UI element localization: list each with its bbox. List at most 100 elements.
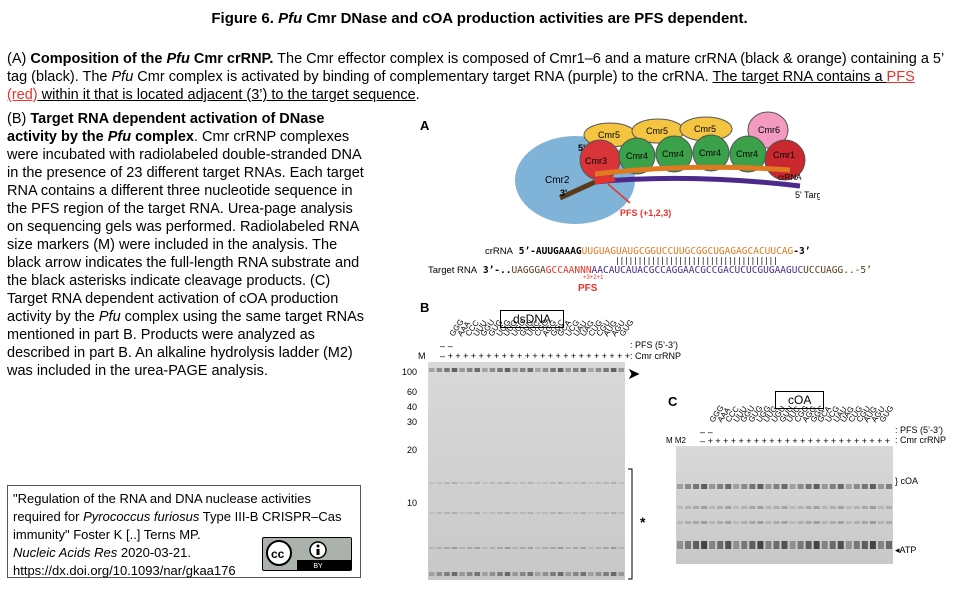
- gel-band: [512, 368, 518, 372]
- gel-band: [497, 368, 503, 372]
- gel-band: [444, 547, 450, 549]
- crrnp-row-label-c: : Cmr crRNP: [895, 435, 946, 445]
- gel-band: [861, 484, 868, 489]
- cleavage-bracket: [628, 468, 633, 580]
- crrnp-lane-mark: +: [470, 351, 477, 361]
- svg-text:Cmr1: Cmr1: [773, 150, 795, 160]
- gel-band: [451, 512, 458, 514]
- gel-band: [813, 506, 820, 509]
- gel-band: [519, 547, 526, 549]
- crrnp-lane-mark: +: [738, 436, 744, 446]
- gel-band: [588, 572, 594, 576]
- gel-band: [588, 512, 594, 514]
- gel-band: [821, 484, 828, 489]
- gel-band: [837, 506, 844, 509]
- gel-band: [781, 541, 788, 549]
- gel-band: [677, 521, 684, 524]
- gel-band: [749, 521, 756, 524]
- gel-band: [861, 506, 868, 509]
- gel-band: [821, 541, 828, 549]
- gel-band: [709, 484, 716, 489]
- gel-band: [550, 512, 556, 514]
- gel-band: [603, 572, 609, 576]
- coa-band-label: } cOA: [895, 476, 919, 486]
- gel-band: [459, 512, 465, 514]
- gel-band: [459, 368, 465, 372]
- gel-band: [749, 541, 756, 549]
- gel-band: [805, 484, 812, 489]
- gel-band: [709, 521, 716, 524]
- gel-band: [466, 512, 473, 514]
- gel-band: [489, 368, 496, 372]
- gel-band: [725, 484, 732, 489]
- gel-band: [733, 541, 740, 549]
- panel-b-label: B: [420, 300, 430, 315]
- gel-band: [773, 521, 780, 524]
- gel-band: [829, 484, 836, 489]
- gel-band: [519, 368, 526, 372]
- gel-band: [677, 506, 684, 509]
- gel-band: [497, 572, 503, 576]
- gel-band: [709, 541, 716, 549]
- gel-band: [733, 521, 740, 524]
- gel-band: [550, 368, 556, 372]
- crrnp-lane-mark: +: [594, 351, 600, 361]
- crrnp-lane-mark: +: [854, 436, 860, 446]
- gel-band: [482, 572, 488, 576]
- figure-title: Figure 6. Pfu Cmr DNase and cOA producti…: [211, 10, 748, 27]
- cleavage-asterisk: *: [640, 514, 646, 530]
- gel-band: [773, 541, 780, 549]
- gel-band: [429, 368, 435, 372]
- gel-band: [489, 547, 496, 549]
- gel-band: [489, 512, 496, 514]
- gel-band: [885, 541, 892, 549]
- gel-band: [717, 506, 724, 509]
- crrnp-lane-mark: +: [570, 351, 577, 361]
- gel-band: [618, 512, 624, 514]
- gel-band: [885, 484, 892, 489]
- crrnp-lane-mark: +: [761, 436, 767, 446]
- gel-band: [512, 572, 518, 576]
- crrnp-lane-mark: +: [555, 351, 561, 361]
- gel-band: [557, 572, 564, 576]
- gel-band: [749, 484, 756, 489]
- gel-band: [685, 521, 692, 524]
- gel-band: [572, 368, 579, 372]
- gel-band: [837, 521, 844, 524]
- gel-band: [693, 521, 700, 524]
- gel-band: [693, 506, 700, 509]
- gel-band: [512, 547, 518, 549]
- gel-band: [565, 572, 571, 576]
- gel-band: [565, 547, 571, 549]
- crrnp-lane-mark: +: [746, 436, 752, 446]
- crrnp-lane-mark: +: [455, 351, 461, 361]
- gel-band: [773, 506, 780, 509]
- gel-band: [741, 506, 748, 509]
- gel-band: [618, 547, 624, 549]
- gel-band: [789, 484, 796, 489]
- gel-band: [861, 521, 868, 524]
- gel-band: [451, 368, 458, 372]
- svg-text:Cmr4: Cmr4: [699, 148, 721, 158]
- gel-band: [618, 368, 624, 372]
- gel-band: [535, 572, 541, 576]
- crrnp-lane-mark: +: [861, 436, 867, 446]
- gel-band: [557, 482, 564, 484]
- gel-band: [466, 572, 473, 576]
- gel-band: [741, 541, 748, 549]
- crrnp-lane-mark: +: [753, 436, 760, 446]
- no-pfs-dash: –: [700, 427, 706, 437]
- gel-band: [805, 541, 812, 549]
- gel-band: [451, 482, 458, 484]
- gel-band: [797, 506, 804, 509]
- gel-band: [725, 541, 732, 549]
- doi-link[interactable]: https://dx.doi.org/10.1093/nar/gkaa176: [13, 563, 236, 578]
- svg-text:Cmr4: Cmr4: [662, 149, 684, 159]
- gel-band: [603, 482, 609, 484]
- no-pfs-dash: –: [447, 341, 453, 351]
- gel-band: [869, 521, 876, 524]
- gel-band: [789, 521, 796, 524]
- gel-band: [829, 521, 836, 524]
- gel-band: [765, 506, 772, 509]
